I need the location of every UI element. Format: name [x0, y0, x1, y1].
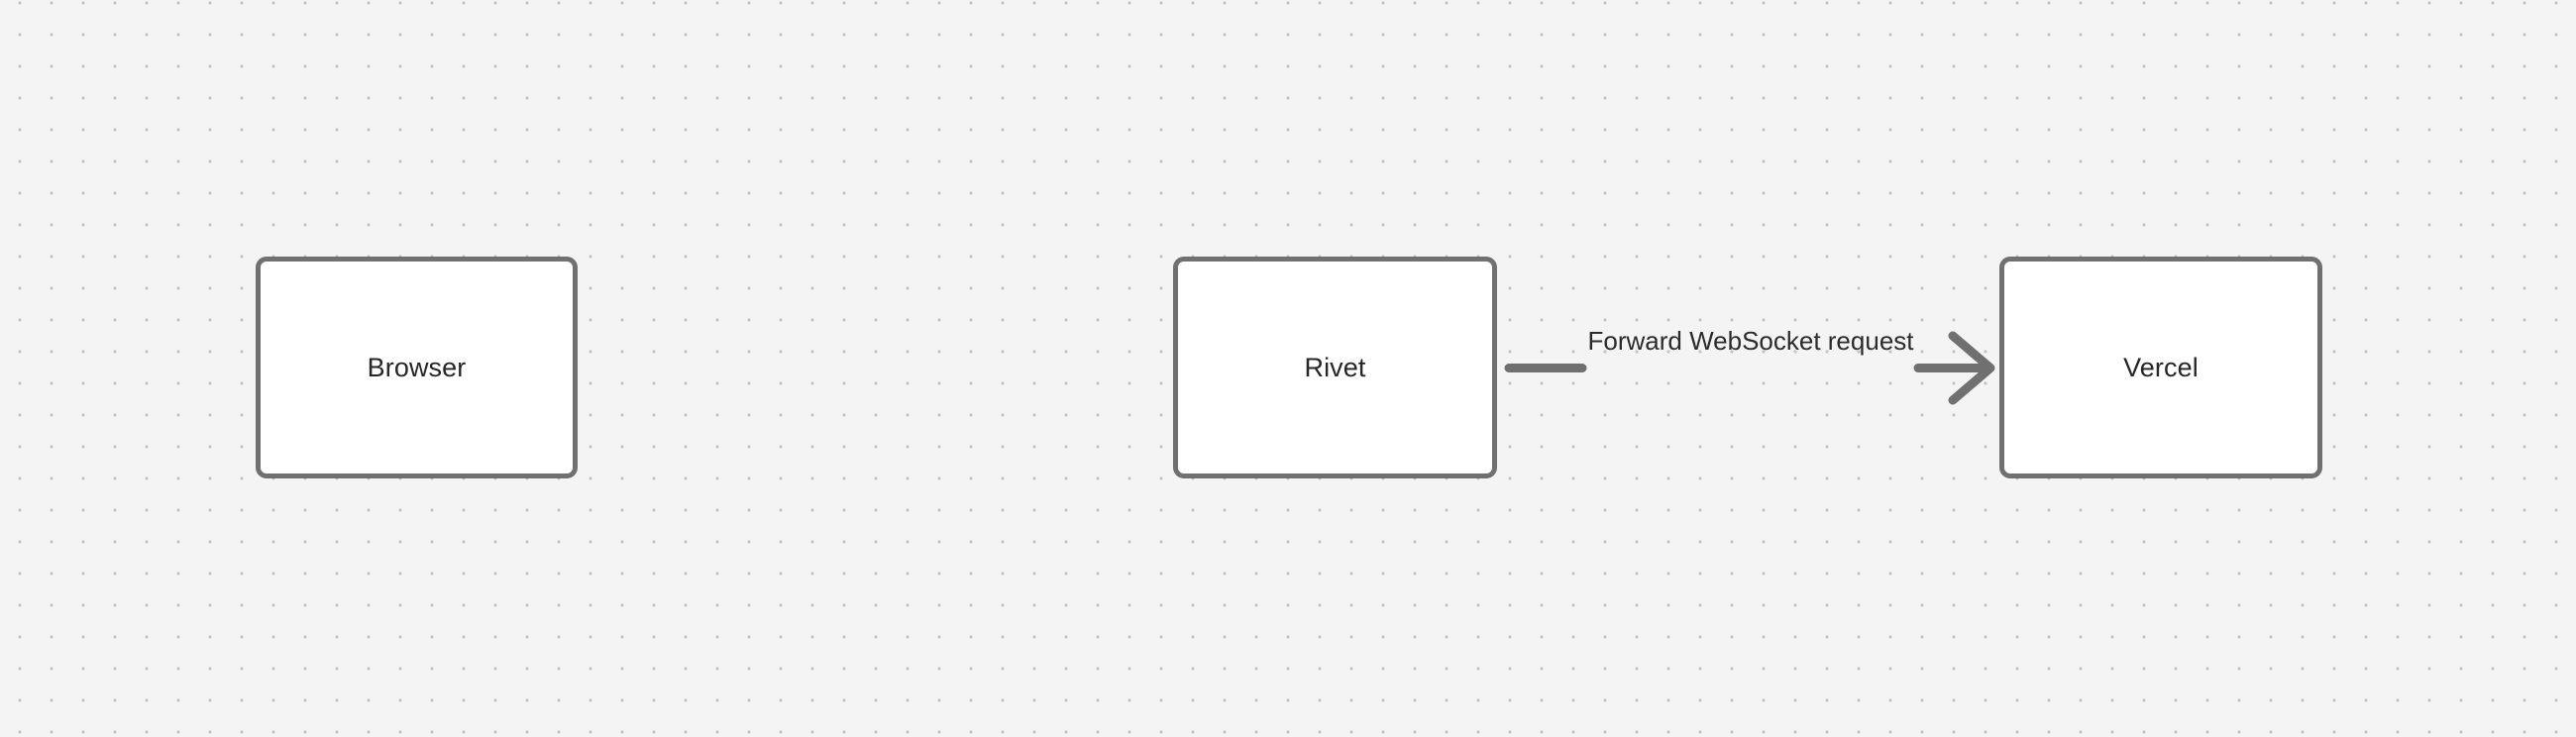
node-vercel[interactable]: Vercel [1999, 257, 2322, 478]
node-rivet-label: Rivet [1304, 352, 1366, 382]
node-vercel-label: Vercel [2123, 352, 2199, 382]
edge-rivet-to-vercel[interactable] [1504, 331, 1995, 405]
node-browser[interactable]: Browser [256, 257, 578, 478]
node-rivet[interactable]: Rivet [1173, 257, 1497, 478]
edge-label-forward-websocket-request: Forward WebSocket request [1587, 326, 1914, 356]
node-browser-label: Browser [367, 352, 467, 382]
edge-arrowhead-icon [1948, 331, 1995, 405]
